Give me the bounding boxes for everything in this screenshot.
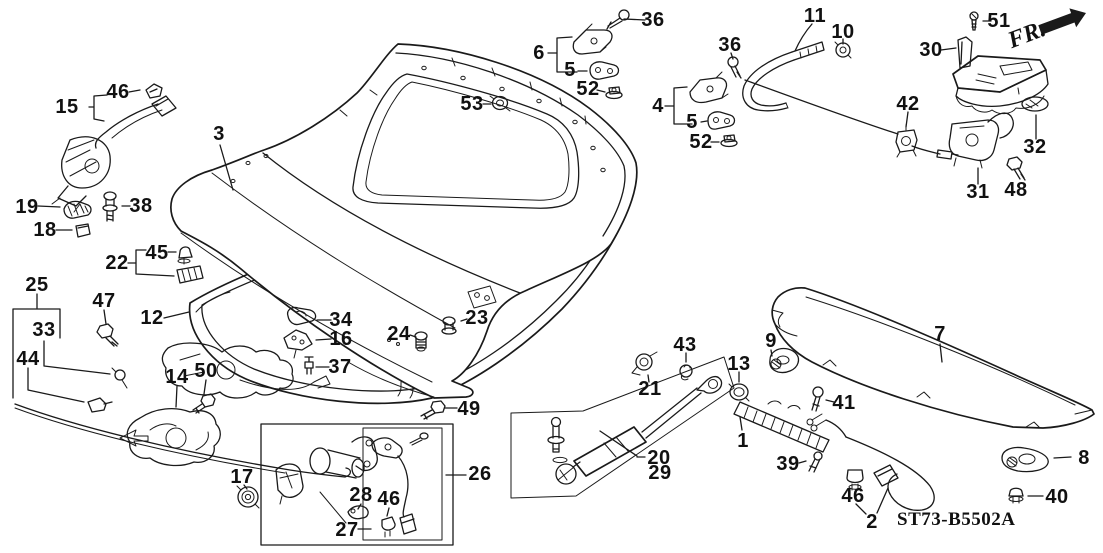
part-label-5: 5 [564, 59, 576, 81]
part-label-29: 29 [648, 462, 672, 484]
part-label-4: 4 [652, 95, 664, 117]
part-label-11: 11 [803, 5, 827, 27]
latch-lower-group [14, 323, 352, 509]
part-label-19: 19 [15, 196, 39, 218]
part-label-2: 2 [866, 511, 878, 533]
part-label-30: 30 [919, 39, 943, 61]
brake-light-group [733, 400, 935, 511]
part-label-6: 6 [533, 42, 545, 64]
part-label-5-2: 5 [686, 111, 698, 133]
gas-strut-group [510, 351, 750, 499]
part-label-10: 10 [831, 21, 855, 43]
hinge-right-group [689, 56, 742, 148]
part-label-3: 3 [213, 123, 225, 145]
part-label-21: 21 [638, 378, 662, 400]
license-garnish-group [952, 11, 1049, 115]
hinge-left-group [572, 9, 630, 100]
part-label-36: 36 [641, 9, 665, 31]
part-label-13: 13 [727, 353, 751, 375]
fr-arrow-icon [1038, 8, 1086, 35]
part-label-46-3: 46 [841, 485, 865, 507]
part-label-48: 48 [1004, 179, 1028, 201]
part-label-46-2: 46 [377, 488, 401, 510]
part-label-24: 24 [387, 323, 411, 345]
part-label-12: 12 [140, 307, 164, 329]
part-label-20: 20 [647, 447, 671, 469]
part-label-25: 25 [25, 274, 49, 296]
part-label-7: 7 [934, 323, 946, 345]
part-label-22: 22 [105, 252, 129, 274]
leader-lines [12, 18, 1072, 530]
tailgate-shell [170, 43, 638, 399]
part-label-52: 52 [576, 78, 600, 100]
part-label-27: 27 [335, 519, 359, 541]
part-label-40: 40 [1045, 486, 1069, 508]
part-label-47: 47 [92, 290, 116, 312]
part-label-34: 34 [329, 309, 353, 331]
spoiler-group [769, 286, 1095, 504]
part-label-46: 46 [106, 81, 130, 103]
part-label-15: 15 [55, 96, 79, 118]
part-label-38: 38 [129, 195, 153, 217]
part-label-42: 42 [896, 93, 920, 115]
part-label-23: 23 [465, 307, 489, 329]
part-label-28: 28 [349, 484, 373, 506]
part-label-41: 41 [832, 392, 856, 414]
part-label-31: 31 [966, 181, 990, 203]
diagram-code: ST73-B5502A [897, 509, 1016, 530]
part-label-53: 53 [460, 93, 484, 115]
tailgate-lock-group [744, 79, 1026, 181]
part-label-45: 45 [145, 242, 169, 264]
part-label-37: 37 [328, 356, 352, 378]
part-label-16: 16 [329, 328, 353, 350]
part-label-14: 14 [165, 366, 189, 388]
part-label-26: 26 [468, 463, 492, 485]
part-label-8: 8 [1078, 447, 1090, 469]
lock-cylinder-box [260, 423, 454, 546]
part-label-52-2: 52 [689, 131, 713, 153]
part-label-18: 18 [33, 219, 57, 241]
part-label-51: 51 [987, 10, 1011, 32]
part-label-1: 1 [737, 430, 749, 452]
part-label-39: 39 [776, 453, 800, 475]
part-label-36-2: 36 [718, 34, 742, 56]
part-label-9: 9 [765, 330, 777, 352]
left-lock-actuator-group [51, 83, 204, 284]
part-label-44: 44 [16, 348, 40, 370]
part-label-49: 49 [457, 398, 481, 420]
part-label-43: 43 [673, 334, 697, 356]
part-label-50: 50 [194, 360, 218, 382]
part-label-33: 33 [32, 319, 56, 341]
part-label-32: 32 [1023, 136, 1047, 158]
washer-tube-group [742, 41, 852, 112]
part-label-17: 17 [230, 466, 254, 488]
